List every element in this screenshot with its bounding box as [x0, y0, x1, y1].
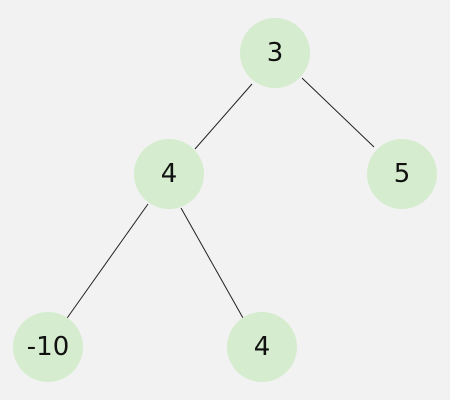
tree-node-root: 3 — [240, 18, 310, 88]
tree-node-left: 4 — [134, 139, 204, 209]
node-value-left: 4 — [160, 159, 178, 189]
tree-node-left-right: 4 — [227, 312, 297, 382]
edge-left-leftright — [180, 207, 244, 319]
node-value-left-right: 4 — [253, 332, 271, 362]
edge-root-right — [301, 77, 375, 148]
tree-node-left-left: -10 — [13, 312, 83, 382]
node-value-left-left: -10 — [26, 332, 70, 362]
edge-left-leftleft — [64, 203, 149, 322]
edge-root-left — [194, 83, 253, 150]
node-value-root: 3 — [266, 38, 284, 68]
tree-node-right: 5 — [367, 139, 437, 209]
node-value-right: 5 — [393, 159, 411, 189]
